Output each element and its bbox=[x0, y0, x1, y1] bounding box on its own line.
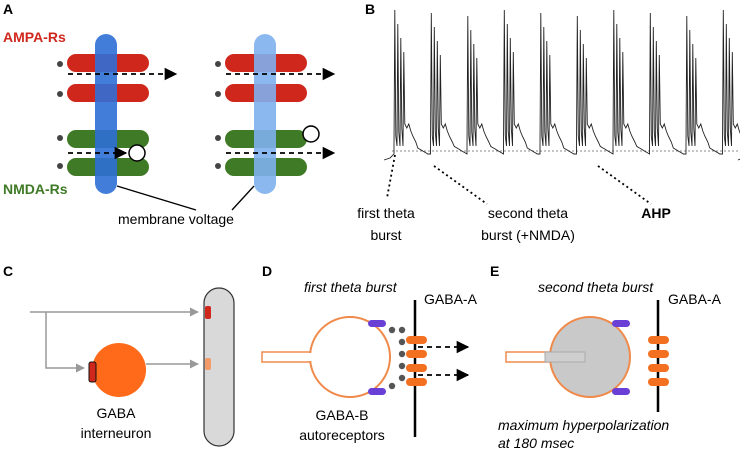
magnesium-block-icon bbox=[128, 144, 146, 162]
gaba-a-receptor bbox=[406, 364, 427, 372]
magnesium-ion-icon bbox=[302, 125, 320, 143]
gaba-molecule bbox=[388, 382, 396, 390]
second-burst-label-2: burst (+NMDA) bbox=[481, 227, 575, 243]
first-burst-label: first theta bbox=[357, 205, 415, 221]
pyramidal-dendrite bbox=[203, 287, 235, 447]
gaba-molecule bbox=[398, 326, 406, 334]
panel-e-title: second theta burst bbox=[538, 279, 654, 295]
pointer-ahp bbox=[597, 165, 652, 205]
ahp-label: AHP bbox=[641, 205, 671, 221]
gaba-b-autoreceptor bbox=[612, 320, 630, 327]
label-pointer-line bbox=[116, 185, 197, 211]
gaba-molecule bbox=[398, 338, 406, 346]
ligand-dot bbox=[215, 135, 221, 141]
panel-a: A AMPA-Rs NMDA-Rs bbox=[3, 1, 336, 227]
voltage-trace bbox=[383, 9, 740, 161]
nmda-label: NMDA-Rs bbox=[3, 181, 68, 197]
gaba-b-autoreceptor bbox=[368, 320, 386, 327]
gaba-molecule bbox=[398, 350, 406, 358]
panel-b: B first theta burst second theta burst (… bbox=[357, 1, 740, 243]
ligand-dot bbox=[215, 91, 221, 97]
ligand-dot bbox=[57, 91, 63, 97]
ampa-label: AMPA-Rs bbox=[3, 29, 66, 45]
gaba-a-receptor bbox=[406, 378, 427, 386]
gaba-a-label: GABA-A bbox=[424, 291, 478, 307]
ligand-dot bbox=[215, 163, 221, 169]
gaba-a-receptor bbox=[648, 364, 669, 372]
gaba-a-receptor bbox=[648, 350, 669, 358]
afferent-branch bbox=[45, 312, 85, 373]
interneuron-label: GABA bbox=[97, 405, 137, 421]
ligand-dot bbox=[57, 163, 63, 169]
label-pointer-line bbox=[231, 185, 255, 211]
gaba-a-receptor bbox=[406, 350, 427, 358]
panel-a-letter: A bbox=[3, 1, 13, 17]
channel-group-right bbox=[215, 34, 336, 194]
pointer-first-burst bbox=[386, 154, 396, 199]
panel-e-letter: E bbox=[490, 263, 499, 279]
hyperpolarization-note-2: at 180 msec bbox=[498, 435, 574, 451]
hyperpolarization-note: maximum hyperpolarization bbox=[498, 417, 669, 433]
gaba-b-label-2: autoreceptors bbox=[299, 427, 385, 443]
interneuron-synapse bbox=[88, 361, 97, 383]
interneuron-axon-inner bbox=[544, 351, 586, 363]
gaba-molecule bbox=[388, 326, 396, 334]
panel-c-letter: C bbox=[3, 263, 13, 279]
interneuron-soma-outline bbox=[309, 316, 391, 398]
gaba-a-receptor bbox=[406, 336, 427, 344]
excitatory-synapse bbox=[205, 306, 211, 319]
ligand-dot bbox=[57, 135, 63, 141]
panel-c: C GABA interneuron bbox=[3, 263, 235, 447]
panel-d-letter: D bbox=[262, 263, 272, 279]
channel-group-left bbox=[57, 34, 178, 194]
pointer-second-burst bbox=[433, 165, 488, 205]
gaba-molecule bbox=[398, 362, 406, 370]
panel-d-title: first theta burst bbox=[304, 279, 398, 295]
gaba-interneuron-soma bbox=[92, 343, 146, 397]
ligand-dot bbox=[215, 61, 221, 67]
membrane-voltage-label: membrane voltage bbox=[118, 211, 234, 227]
membrane-voltage-bar bbox=[95, 34, 117, 194]
first-burst-label-2: burst bbox=[370, 227, 401, 243]
gaba-a-receptor bbox=[648, 336, 669, 344]
gaba-b-label: GABA-B bbox=[316, 407, 369, 423]
gaba-a-receptor bbox=[648, 378, 669, 386]
gaba-molecule bbox=[398, 374, 406, 382]
panel-d: D first theta burst GABA-A GABA-B autore… bbox=[261, 263, 478, 443]
membrane-voltage-bar bbox=[254, 34, 276, 194]
gaba-a-label-e: GABA-A bbox=[668, 291, 722, 307]
interneuron-label-2: interneuron bbox=[81, 425, 152, 441]
gaba-b-autoreceptor bbox=[368, 388, 386, 395]
interneuron-axon-stub bbox=[261, 351, 313, 363]
panel-e: E second theta burst GABA-A maximum hype… bbox=[490, 263, 722, 451]
second-burst-label: second theta bbox=[488, 205, 568, 221]
inhibitory-synapse bbox=[205, 358, 211, 370]
ligand-dot bbox=[57, 61, 63, 67]
interneuron-axon-joint bbox=[308, 353, 316, 361]
gaba-b-autoreceptor bbox=[612, 388, 630, 395]
panel-b-letter: B bbox=[365, 1, 375, 17]
